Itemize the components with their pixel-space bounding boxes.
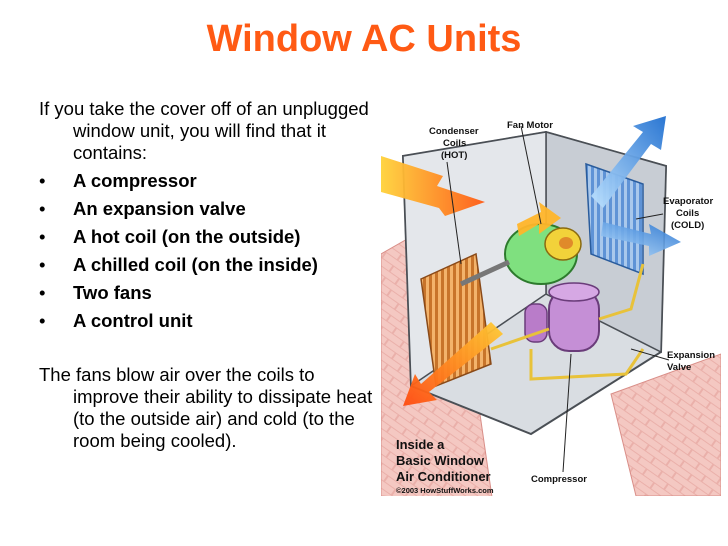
list-item: • An expansion valve xyxy=(39,198,384,226)
bullet-marker: • xyxy=(39,282,45,304)
slide-title: Window AC Units xyxy=(0,18,728,61)
bullet-marker: • xyxy=(39,254,45,276)
expansion-valve-label-line1: Expansion xyxy=(667,350,715,361)
list-item-text: A chilled coil (on the inside) xyxy=(73,254,318,275)
caption-line2: Basic Window xyxy=(396,453,485,468)
outro-paragraph: The fans blow air over the coils to impr… xyxy=(39,364,384,452)
bullet-marker: • xyxy=(39,310,45,332)
list-item-text: A compressor xyxy=(73,170,197,191)
condenser-label-line2: Coils xyxy=(443,138,466,149)
component-list: • A compressor • An expansion valve • A hot… xyxy=(39,170,384,338)
bullet-marker: • xyxy=(39,198,45,220)
evaporator-label-line2: Coils xyxy=(676,208,699,219)
list-item: • A hot coil (on the outside) xyxy=(39,226,384,254)
ac-unit-illustration: Condenser Coils (HOT) Fan Motor Evaporat… xyxy=(381,104,721,496)
copyright-text: ©2003 HowStuffWorks.com xyxy=(396,486,494,495)
bullet-marker: • xyxy=(39,226,45,248)
condenser-label-line3: (HOT) xyxy=(441,150,467,161)
evaporator-label-line1: Evaporator xyxy=(663,196,713,207)
slide-body: If you take the cover off of an unplugge… xyxy=(39,98,384,452)
fan-motor-label: Fan Motor xyxy=(507,120,553,131)
list-item-text: A control unit xyxy=(73,310,193,331)
list-item: • A chilled coil (on the inside) xyxy=(39,254,384,282)
list-item-text: An expansion valve xyxy=(73,198,246,219)
bullet-marker: • xyxy=(39,170,45,192)
list-item: • A compressor xyxy=(39,170,384,198)
expansion-valve-label-line2: Valve xyxy=(667,362,691,373)
ac-unit-diagram: Condenser Coils (HOT) Fan Motor Evaporat… xyxy=(381,104,721,496)
list-item-text: A hot coil (on the outside) xyxy=(73,226,300,247)
intro-paragraph: If you take the cover off of an unplugge… xyxy=(39,98,384,164)
compressor-label: Compressor xyxy=(531,474,587,485)
evaporator-label-line3: (COLD) xyxy=(671,220,704,231)
list-item: • Two fans xyxy=(39,282,384,310)
list-item: • A control unit xyxy=(39,310,384,338)
caption-line1: Inside a xyxy=(396,437,445,452)
caption-line3: Air Conditioner xyxy=(396,469,491,484)
list-item-text: Two fans xyxy=(73,282,152,303)
condenser-label-line1: Condenser xyxy=(429,126,479,137)
